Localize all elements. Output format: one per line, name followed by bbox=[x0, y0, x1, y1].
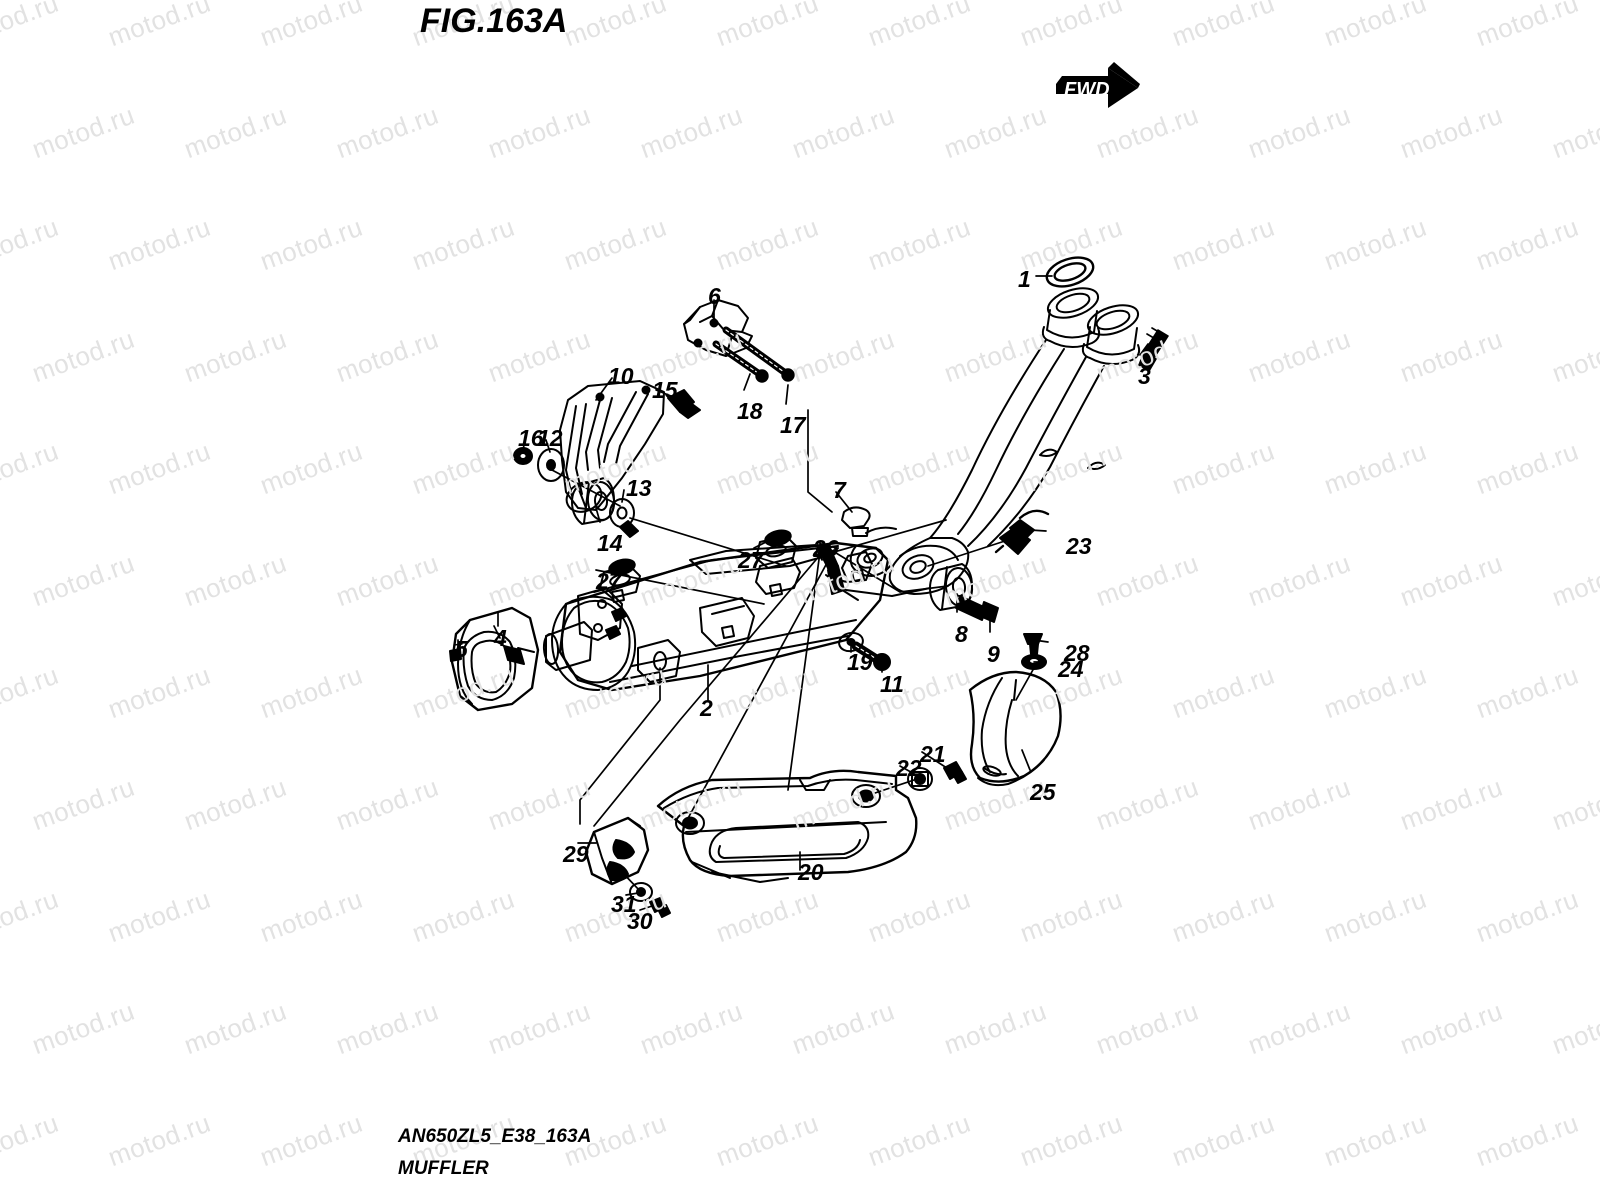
part-label-bolt-mount: 9 bbox=[987, 641, 1000, 667]
pipe-flange-b bbox=[1081, 304, 1141, 365]
assembly-reference-lines bbox=[551, 409, 1035, 893]
part-29-bracket bbox=[584, 816, 650, 886]
part-23-oxygen-sensor bbox=[994, 509, 1050, 555]
part-label-bolt-bracket: 15 bbox=[652, 377, 678, 403]
part-label-stud-bolt: 3 bbox=[1138, 363, 1151, 389]
part-18-bolt bbox=[722, 326, 795, 382]
part-label-bolt-hanger: 13 bbox=[626, 475, 652, 501]
part-label-nut-hanger: 16 bbox=[518, 425, 544, 451]
part-label-grommet-right: 27 bbox=[738, 547, 764, 573]
part-label-bolt-heat-shield: 11 bbox=[880, 671, 904, 697]
part-10-bracket bbox=[559, 380, 665, 513]
part-label-screw-shield-25: 28 bbox=[1064, 640, 1090, 666]
part-12-washer bbox=[537, 448, 565, 482]
pipe-flange-a bbox=[1041, 287, 1101, 348]
part-label-washer-heat-shield: 19 bbox=[847, 649, 873, 675]
part-label-bracket-lower: 29 bbox=[563, 841, 589, 867]
part-7-grommet bbox=[841, 506, 871, 537]
footer-code: AN650ZL5_E38_163A bbox=[398, 1126, 592, 1147]
part-label-spring-clamp: 26 bbox=[813, 535, 839, 561]
part-11-bolt bbox=[851, 641, 891, 671]
part-1-gasket bbox=[1045, 256, 1095, 288]
part-17-bolt bbox=[712, 340, 769, 383]
fwd-label: FWD bbox=[1064, 79, 1110, 101]
part-label-screw-end-cover: 5 bbox=[455, 636, 468, 662]
part-label-bolt-long-a: 18 bbox=[737, 398, 763, 424]
part-label-cushion-hanger: 14 bbox=[597, 530, 623, 556]
part-28-screw bbox=[1023, 633, 1043, 655]
part-15-bolt bbox=[667, 389, 701, 419]
part-label-bracket-upper-mount: 6 bbox=[708, 283, 721, 309]
footer-name: MUFFLER bbox=[398, 1158, 489, 1179]
part-13-bolt bbox=[609, 498, 639, 538]
part-label-heat-shield-tail: 25 bbox=[1030, 779, 1056, 805]
exhaust-down-pipes bbox=[929, 339, 1106, 547]
part-label-grommet-shield-25: 24 bbox=[1058, 656, 1084, 682]
part-label-collar-heat-shield-lower: 22 bbox=[896, 755, 922, 781]
part-30-bolt bbox=[649, 897, 671, 918]
part-label-bracket-muffler-hanger: 10 bbox=[608, 363, 634, 389]
part-25-shield bbox=[968, 670, 1062, 787]
part-label-bolt-long-b: 17 bbox=[780, 412, 806, 438]
part-label-washer-hanger: 12 bbox=[537, 425, 563, 451]
part-label-muffler-end-cover: 4 bbox=[494, 625, 507, 651]
page-title: FIG.163A bbox=[420, 2, 568, 40]
leader-lines bbox=[457, 275, 1149, 911]
part-20-heat-shield bbox=[656, 769, 918, 883]
part-label-grommet-left: 27 bbox=[596, 568, 622, 594]
part-label-bolt-heat-shield-lower: 21 bbox=[920, 741, 946, 767]
part-label-bolt-lower-bracket: 30 bbox=[627, 908, 653, 934]
part-label-muffler-body: 2 bbox=[700, 695, 713, 721]
part-label-cushion-mount: 8 bbox=[955, 621, 968, 647]
part-label-oxygen-sensor: 23 bbox=[1066, 533, 1092, 559]
part-21-bolt bbox=[943, 761, 967, 784]
part-label-grommet-pipe-joint: 7 bbox=[833, 477, 846, 503]
part-label-collar-lower-bracket: 31 bbox=[611, 891, 637, 917]
part-16-nut bbox=[513, 447, 533, 465]
part-label-gasket-exhaust-pipe: 1 bbox=[1018, 266, 1031, 292]
fwd-direction-arrow: FWD bbox=[1056, 62, 1140, 108]
part-3-stud bbox=[1138, 327, 1169, 372]
part-label-heat-shield-lower: 20 bbox=[798, 859, 824, 885]
